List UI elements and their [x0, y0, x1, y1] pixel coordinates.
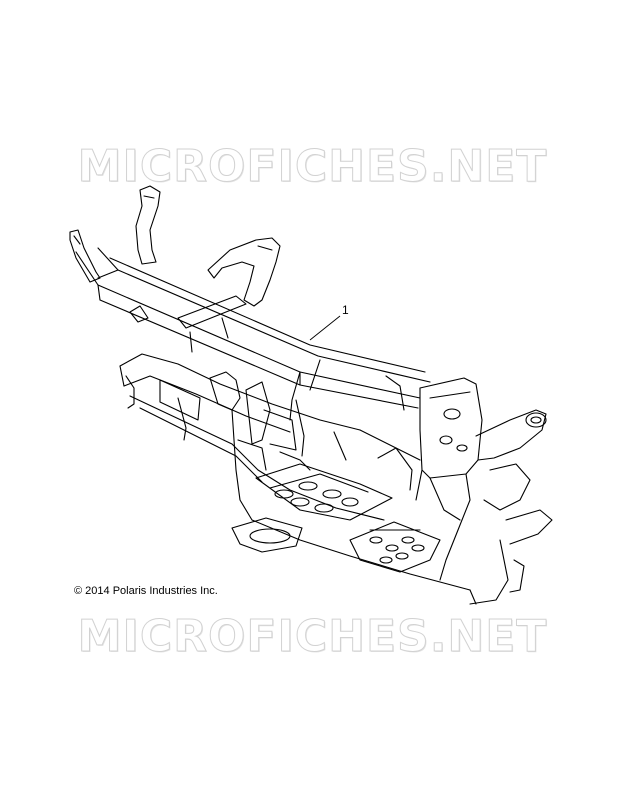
front-bulkhead [415, 377, 483, 581]
watermark-top: MICROFICHES.NET [77, 141, 548, 193]
left-side-structure [209, 371, 471, 591]
lower-frame [119, 353, 385, 521]
front-suspension-mount [469, 409, 553, 605]
rear-uprights [69, 185, 281, 307]
front-floor-plate [349, 521, 441, 573]
diagonal-braces [295, 375, 421, 491]
upper-frame-rails [75, 247, 431, 409]
floor-pan [231, 463, 393, 553]
watermark-bottom: MICROFICHES.NET [77, 611, 548, 663]
callout-label: 1 [342, 303, 349, 317]
callout-1: 1 [309, 303, 349, 341]
copyright-notice: © 2014 Polaris Industries Inc. [74, 585, 218, 597]
upper-cross-members [129, 295, 321, 421]
